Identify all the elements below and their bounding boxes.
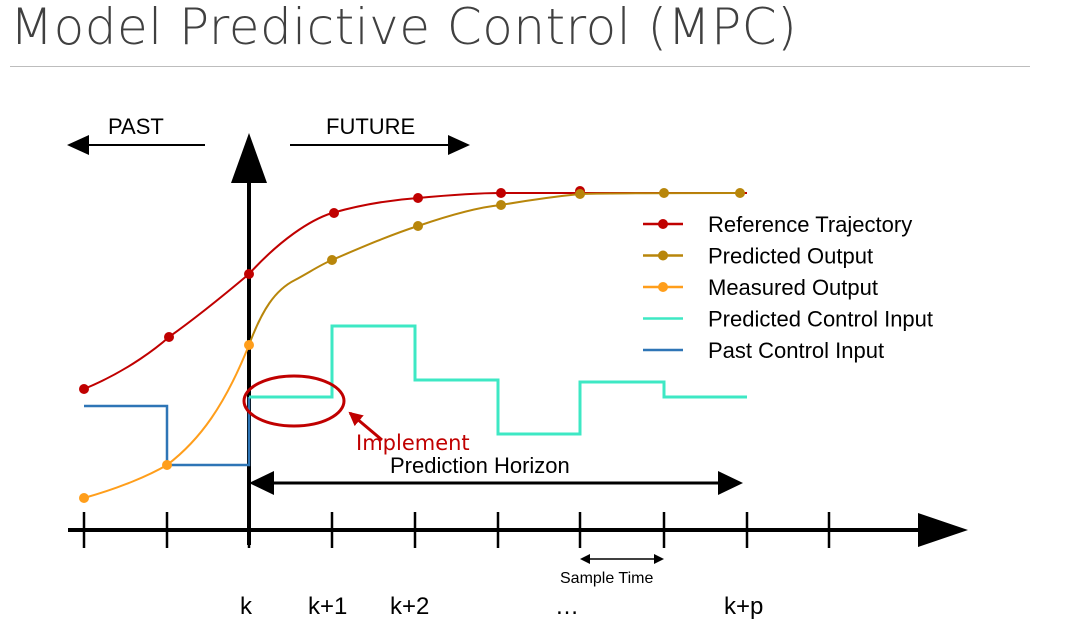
sample-time-label: Sample Time [560, 570, 653, 587]
tick-label-k-plus-p: k+p [724, 593, 763, 620]
vertical-axis-arrowhead [231, 133, 267, 183]
predicted-output-point [575, 189, 585, 199]
prediction-horizon-label: Prediction Horizon [390, 453, 570, 478]
legend-label: Predicted Output [708, 244, 873, 269]
reference-trajectory-line [83, 192, 747, 390]
reference-point [413, 193, 423, 203]
predicted-output-point [735, 188, 745, 198]
implement-arrow [348, 411, 383, 442]
past-label: PAST [108, 114, 164, 139]
sample-time-left-head [580, 554, 590, 564]
predicted-output-line [248, 192, 741, 346]
future-label: FUTURE [326, 114, 415, 139]
predicted-control-input [249, 324, 747, 436]
slide-title: Model Predictive Control (MPC) [10, 0, 798, 56]
legend-label: Measured Output [708, 275, 878, 300]
reference-point [329, 208, 339, 218]
predicted-output-point [496, 200, 506, 210]
measured-output-point [162, 460, 172, 470]
measured-output-markers [79, 340, 254, 503]
tick-label-ellipsis: … [555, 593, 579, 620]
predicted-output-point [413, 221, 423, 231]
predicted-output-markers [327, 188, 745, 265]
legend-entry: Reference Trajectory [643, 212, 912, 237]
prediction-horizon-left-head [249, 471, 274, 495]
reference-point [164, 332, 174, 342]
legend-swatch-marker [658, 250, 668, 261]
implement-label: Implement [356, 431, 470, 455]
legend-label: Past Control Input [708, 338, 884, 363]
measured-output-point [244, 340, 254, 350]
reference-point [496, 188, 506, 198]
past-arrowhead [67, 135, 89, 155]
future-arrowhead [448, 135, 470, 155]
tick-label-k: k [240, 593, 253, 620]
tick-label-k-plus-2: k+2 [390, 593, 429, 620]
legend-entry: Predicted Control Input [643, 307, 933, 332]
past-control-input [84, 397, 251, 467]
measured-output-point [79, 493, 89, 503]
predicted-output-point [327, 255, 337, 265]
reference-point [79, 384, 89, 394]
legend-entry: Predicted Output [643, 244, 873, 269]
legend-swatch-marker [658, 282, 668, 292]
sample-time-right-head [654, 554, 664, 564]
legend-label: Predicted Control Input [708, 307, 933, 332]
title-divider [10, 66, 1030, 67]
legend-entry: Measured Output [643, 275, 878, 300]
time-axis-arrowhead [918, 513, 968, 547]
implement-ellipse [242, 374, 346, 428]
predicted-output-point [659, 188, 669, 198]
legend-label: Reference Trajectory [708, 212, 912, 237]
tick-label-k-plus-1: k+1 [308, 593, 347, 620]
legend-swatch-marker [658, 219, 668, 229]
reference-trajectory-markers [79, 186, 585, 394]
legend-entry: Past Control Input [643, 338, 884, 363]
reference-point [244, 269, 254, 279]
prediction-horizon-right-head [718, 471, 743, 495]
